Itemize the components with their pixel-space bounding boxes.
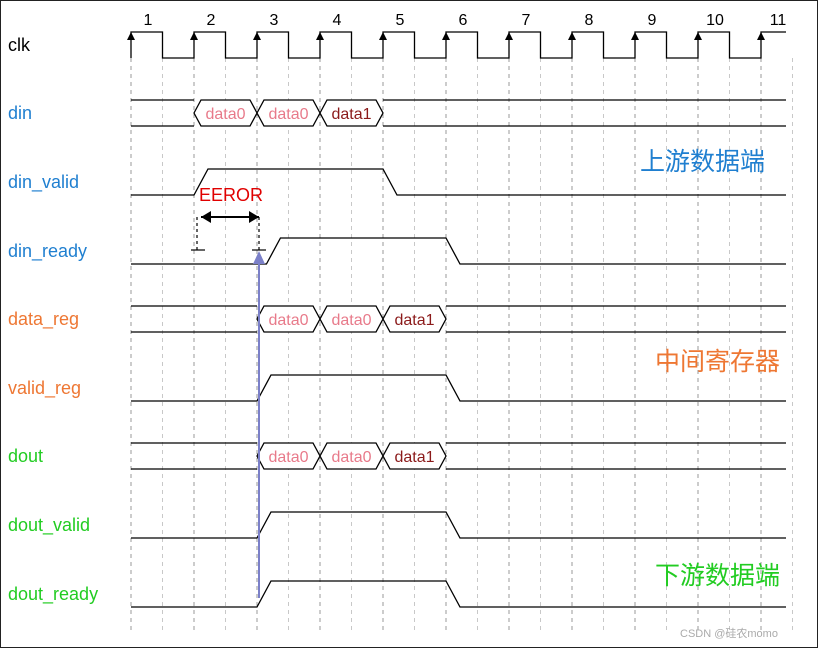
dout-segment-2 [382,442,447,470]
cycle-label-2: 2 [207,12,216,29]
section-label-downstream: 下游数据端 [655,561,780,590]
error-span-arrowhead-left [201,211,211,223]
dout-value-label-2: data1 [394,449,434,466]
cycle-label-10: 10 [706,12,724,29]
waveform-din_ready [131,237,786,265]
waveform-data_reg: data0 data0 data1 [131,305,786,333]
din-value-label-2: data1 [331,106,371,123]
signal-names: clk din din_valid din_ready data_reg valid_re… [8,35,98,605]
cycle-label-8: 8 [585,12,594,29]
data_reg-value-label-2: data1 [394,312,434,329]
clk-rising-edge-arrow-2 [190,32,198,40]
section-label-upstream: 上游数据端 [640,147,765,176]
waveform-valid_reg [131,374,786,402]
clk-rising-edge-arrow-8 [568,32,576,40]
clk-rising-edge-arrow-7 [505,32,513,40]
clk-rising-edge-arrow-1 [127,32,135,40]
waveform-din_valid [131,168,786,196]
signal-name-data_reg: data_reg [8,309,79,330]
signal-name-dout_ready: dout_ready [8,584,98,605]
clk-rising-edge-arrow-9 [631,32,639,40]
cycle-label-3: 3 [270,12,279,29]
waveform-dout_ready [131,580,786,608]
section-label-middle-register: 中间寄存器 [655,347,780,376]
cycle-gridlines [130,58,793,630]
data_reg-segment-2 [382,305,447,333]
dout-value-label-1: data0 [331,449,371,466]
signal-name-dout_valid: dout_valid [8,515,90,536]
watermark: CSDN @硅农momo [680,626,778,640]
error-annotation-label: EEROR [199,185,263,205]
cycle-label-11: 11 [770,12,787,29]
cycle-label-6: 6 [459,12,468,29]
ready-propagation-arrowhead [253,251,265,264]
din-segment-2 [319,99,384,127]
data_reg-value-label-1: data0 [331,312,371,329]
signal-name-din_valid: din_valid [8,172,79,193]
waveform-clk [130,31,786,59]
signal-name-din: din [8,103,32,123]
clk-rising-edge-arrow-6 [442,32,450,40]
cycle-label-5: 5 [396,12,405,29]
waveform-din: data0 data0 data1 [131,99,786,127]
clk-rising-edge-arrow-4 [316,32,324,40]
waveform-dout_valid [131,511,786,539]
clk-rising-edge-arrow-10 [694,32,702,40]
din-value-label-1: data0 [268,106,308,123]
error-annotation: EEROR [191,185,266,598]
cycle-label-4: 4 [333,12,342,29]
signal-name-valid_reg: valid_reg [8,378,81,399]
dout-value-label-0: data0 [268,449,308,466]
cycle-number-labels: 1 2 3 4 5 6 7 8 9 10 11 [144,12,787,29]
data_reg-value-label-0: data0 [268,312,308,329]
signal-name-dout: dout [8,446,43,466]
clk-rising-edge-arrow-11 [757,32,765,40]
din-value-label-0: data0 [205,106,245,123]
signal-name-clk: clk [8,35,31,55]
clk-rising-edge-arrow-5 [379,32,387,40]
signal-name-din_ready: din_ready [8,241,87,262]
error-span-arrowhead-right [249,211,259,223]
cycle-label-9: 9 [648,12,657,29]
cycle-label-1: 1 [144,12,153,29]
waveform-dout: data0 data0 data1 [131,442,786,470]
cycle-label-7: 7 [522,12,531,29]
clk-rising-edge-arrow-3 [253,32,261,40]
